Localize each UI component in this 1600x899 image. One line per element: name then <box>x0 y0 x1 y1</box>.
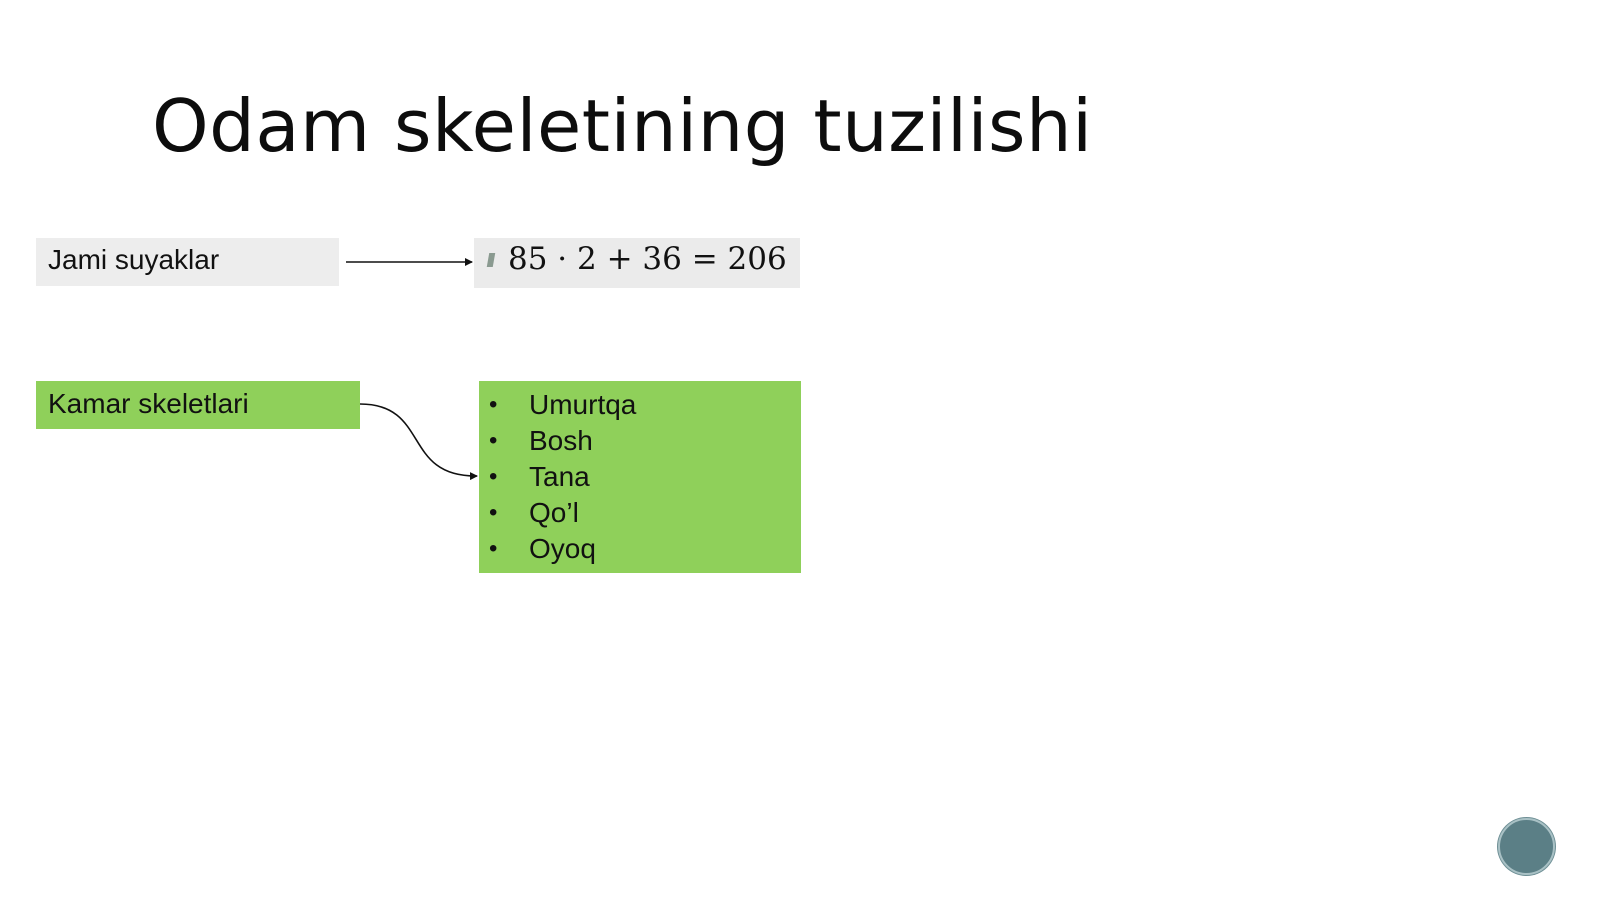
slide-nav-button[interactable] <box>1498 818 1555 875</box>
skeleton-parts-list: • Umurtqa • Bosh • Tana • Qo’l • Oyoq <box>479 381 801 567</box>
bullet-icon: • <box>489 427 498 454</box>
list-item: • Qo’l <box>479 495 801 531</box>
bullet-icon: • <box>489 535 498 562</box>
total-bones-box: Jami suyaklar <box>36 238 339 286</box>
formula-marker <box>486 253 496 267</box>
belt-skeletons-box: Kamar skeletlari <box>36 381 360 429</box>
belt-skeletons-label: Kamar skeletlari <box>48 388 249 419</box>
total-bones-label: Jami suyaklar <box>48 244 220 275</box>
belt-arrow <box>359 403 478 481</box>
list-item-label: Umurtqa <box>529 389 637 420</box>
list-item-label: Bosh <box>529 425 593 456</box>
list-item-label: Oyoq <box>529 533 596 564</box>
formula-box: 85 · 2 + 36 = 206 <box>474 238 800 288</box>
slide-title: Odam skeletining tuzilishi <box>152 84 1093 168</box>
skeleton-parts-box: • Umurtqa • Bosh • Tana • Qo’l • Oyoq <box>479 381 801 573</box>
bullet-icon: • <box>489 463 498 490</box>
list-item: • Tana <box>479 459 801 495</box>
bullet-icon: • <box>489 499 498 526</box>
formula-text: 85 · 2 + 36 = 206 <box>508 241 787 277</box>
bullet-icon: • <box>489 391 498 418</box>
list-item: • Bosh <box>479 423 801 459</box>
list-item-label: Qo’l <box>529 497 579 528</box>
list-item: • Oyoq <box>479 531 801 567</box>
list-item-label: Tana <box>529 461 590 492</box>
list-item: • Umurtqa <box>479 387 801 423</box>
